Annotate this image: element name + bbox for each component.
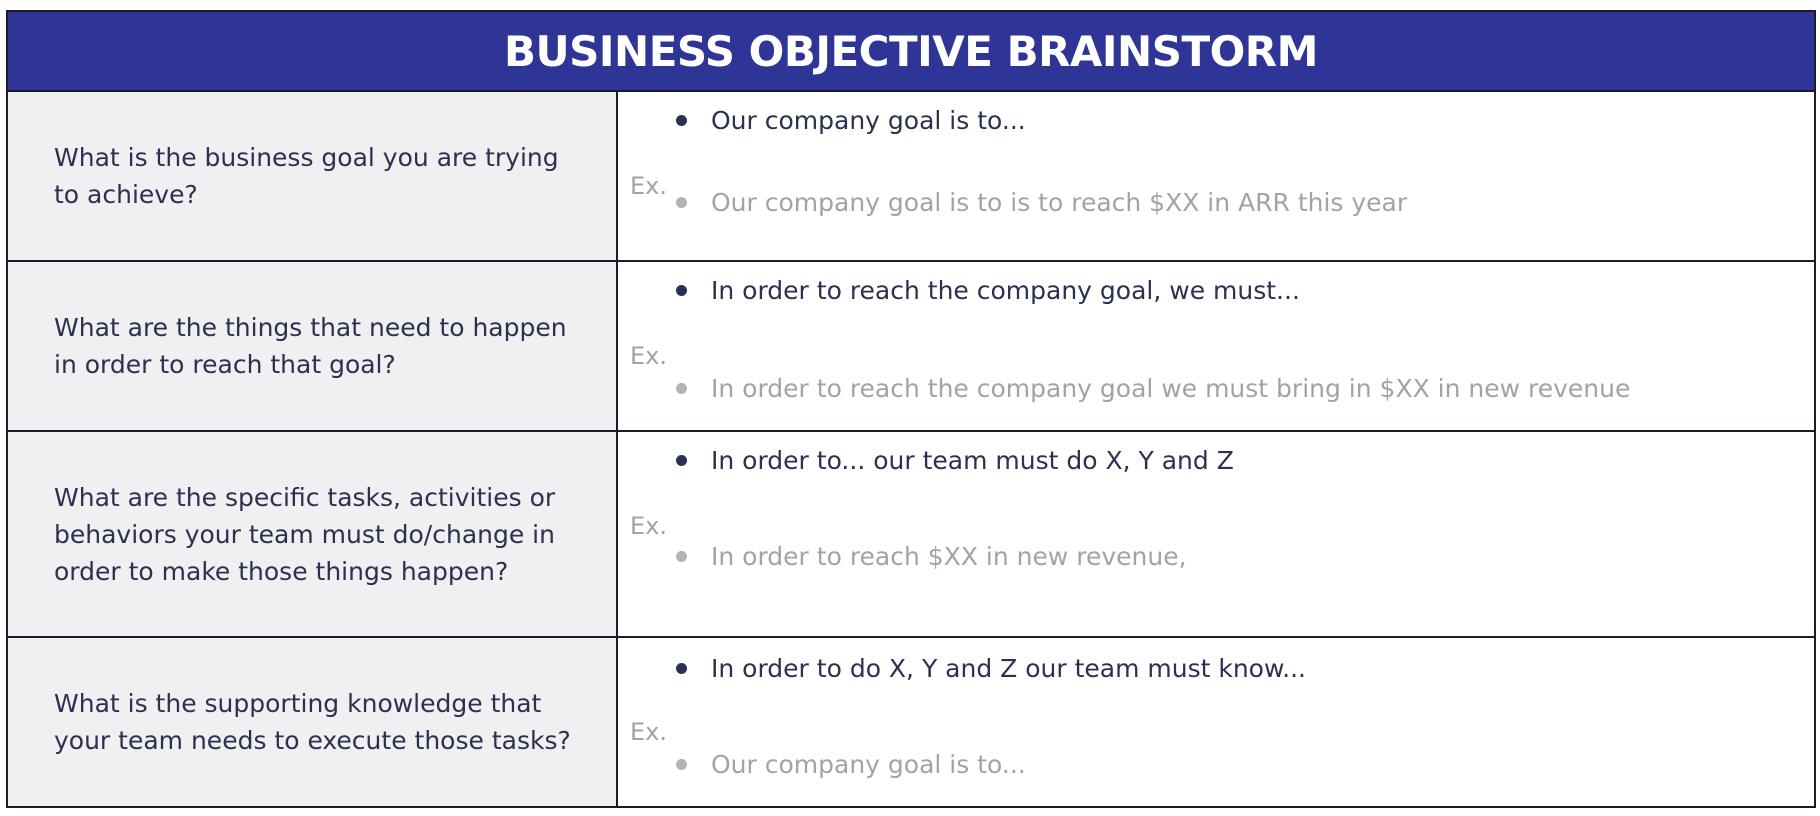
example-text: In order to reach the company goal we mu… [711,374,1631,403]
bullet-icon [676,663,687,674]
example-label: Ex. [630,512,667,540]
prompt-text: In order to... our team must do X, Y and… [711,446,1234,475]
prompt-item: In order to reach the company goal, we m… [676,276,1300,305]
example-label: Ex. [630,172,667,200]
bullet-icon [676,115,687,126]
example-label: Ex. [630,342,667,370]
table-row: What are the things that need to happen … [8,262,1814,432]
prompt-text: In order to reach the company goal, we m… [711,276,1300,305]
example-label: Ex. [630,718,667,746]
brainstorm-table: BUSINESS OBJECTIVE BRAINSTORM What is th… [6,10,1816,808]
prompt-item: In order to do X, Y and Z our team must … [676,654,1306,683]
bullet-icon [676,551,687,562]
prompt-item: In order to... our team must do X, Y and… [676,446,1234,475]
example-item: Our company goal is to is to reach $XX i… [676,188,1407,217]
question-text: What is the business goal you are trying… [54,143,559,209]
page-title: BUSINESS OBJECTIVE BRAINSTORM [504,26,1318,76]
bullet-icon [676,285,687,296]
example-item: In order to reach $XX in new revenue, [676,542,1187,571]
question-text: What are the specific tasks, activities … [54,482,556,586]
question-text: What are the things that need to happen … [54,313,567,379]
example-item: Our company goal is to... [676,750,1026,779]
prompt-item: Our company goal is to... [676,106,1026,135]
bullet-icon [676,759,687,770]
prompt-text: In order to do X, Y and Z our team must … [711,654,1306,683]
bullet-icon [676,383,687,394]
table-header: BUSINESS OBJECTIVE BRAINSTORM [8,12,1814,92]
answer-cell[interactable]: Our company goal is to... Ex. Our compan… [618,92,1814,260]
example-text: In order to reach $XX in new revenue, [711,542,1187,571]
table-row: What is the business goal you are trying… [8,92,1814,262]
question-cell: What are the things that need to happen … [8,262,618,430]
question-cell: What are the specific tasks, activities … [8,432,618,636]
example-text: Our company goal is to... [711,750,1026,779]
table-row: What is the supporting knowledge that yo… [8,638,1814,806]
question-cell: What is the supporting knowledge that yo… [8,638,618,806]
prompt-text: Our company goal is to... [711,106,1026,135]
answer-cell[interactable]: In order to do X, Y and Z our team must … [618,638,1814,806]
answer-cell[interactable]: In order to reach the company goal, we m… [618,262,1814,430]
question-cell: What is the business goal you are trying… [8,92,618,260]
example-item: In order to reach the company goal we mu… [676,374,1630,403]
question-text: What is the supporting knowledge that yo… [54,689,571,755]
bullet-icon [676,197,687,208]
bullet-icon [676,455,687,466]
example-text: Our company goal is to is to reach $XX i… [711,188,1408,217]
table-row: What are the specific tasks, activities … [8,432,1814,638]
answer-cell[interactable]: In order to... our team must do X, Y and… [618,432,1814,636]
